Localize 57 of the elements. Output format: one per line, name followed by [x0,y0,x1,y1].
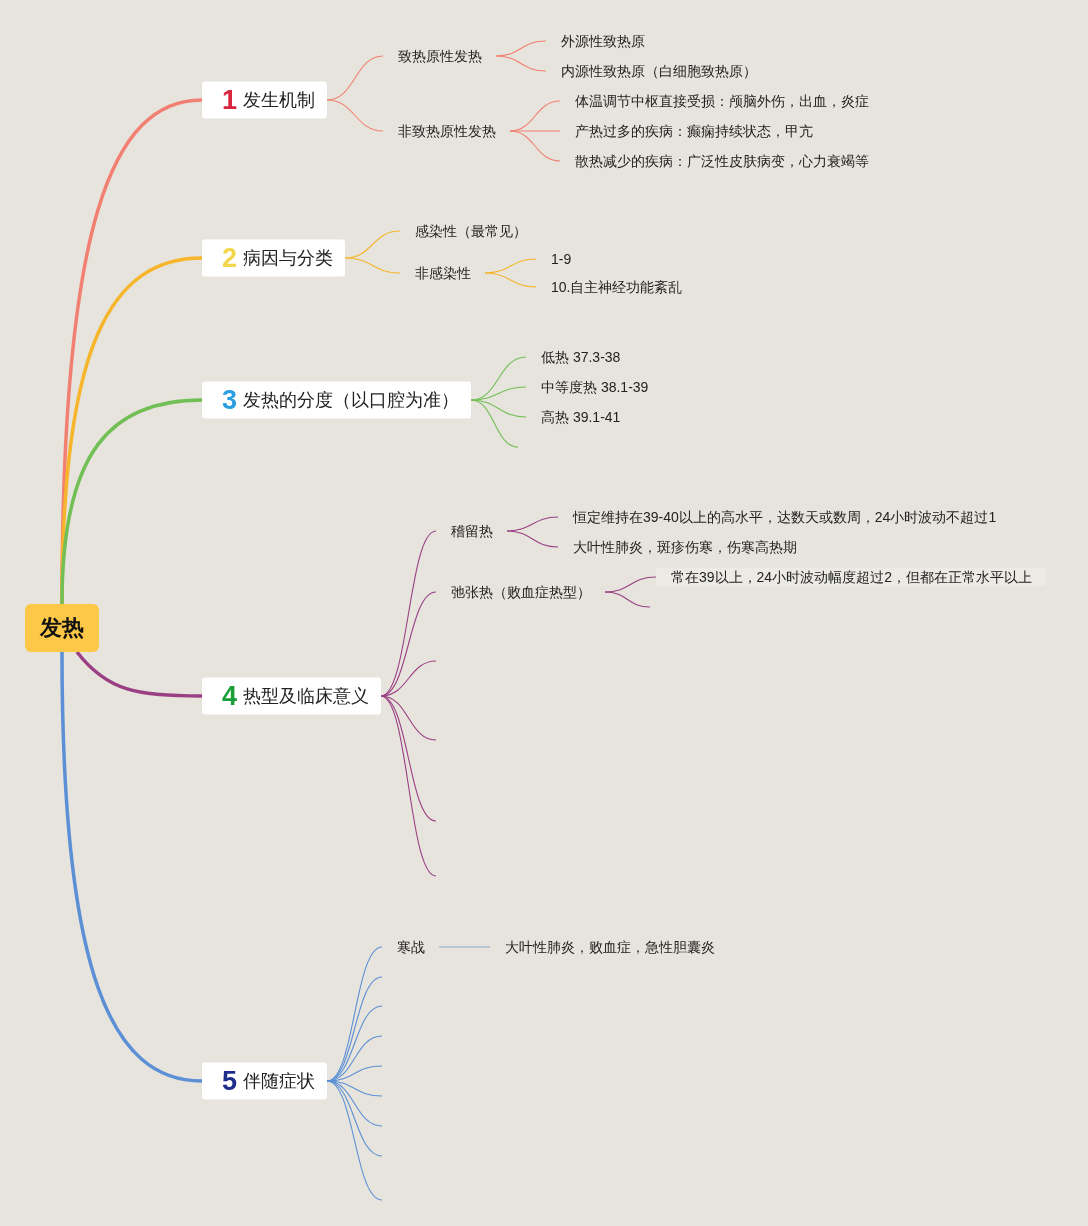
branch-text: 非致热原性发热 [383,122,510,140]
topic-label: 热型及临床意义 [243,685,370,706]
topic-box [202,81,328,119]
topic-box [202,381,472,419]
branch-text: 常在39以上，24小时波动幅度超过2，但都在正常水平以上 [656,568,1046,586]
branch-text: 大叶性肺炎，斑疹伤寒，伤寒高热期 [558,538,811,556]
branch-line [484,272,537,288]
branch-text: 内源性致热原（白细胞致热原） [546,62,771,80]
branch-text: 恒定维持在39-40以上的高水平，达数天或数周，24小时波动不超过1 [558,508,1011,526]
topic-label: 伴随症状 [243,1070,316,1091]
branch-line [344,257,401,274]
branch-line [326,55,384,101]
branch-line [470,399,527,418]
branch-line [495,40,547,57]
branch-text: 非感染性 [400,264,485,282]
branch-line [344,230,401,259]
topic-number: 4 [222,680,238,711]
branch-line [438,946,491,948]
branch-line [509,130,561,132]
empty-branch-line [470,399,519,448]
branch-text: 10.自主神经功能紊乱 [536,278,697,296]
topic-number: 1 [222,84,238,115]
branch-text: 感染性（最常见） [400,222,541,240]
branch-text: 稽留热 [436,522,507,540]
branch-text: 低热 37.3-38 [526,348,635,366]
topic-number: 3 [222,384,238,415]
branch-line [60,651,203,1083]
topic-box [202,239,346,277]
branch-line [326,99,384,132]
topic-label: 病因与分类 [243,247,334,268]
branch-text: 1-9 [536,250,586,268]
topic-number: 5 [222,1065,238,1096]
branch-line [495,55,547,72]
branch-text: 致热原性发热 [383,47,496,65]
branch-text: 大叶性肺炎，败血症，急性胆囊炎 [490,938,729,956]
branch-text: 散热减少的疾病：广泛性皮肤病变，心力衰竭等 [560,152,883,170]
branch-text: 外源性致热原 [546,32,659,50]
branch-text: 寒战 [382,938,439,956]
empty-branch-line [604,591,651,608]
branch-text: 产热过多的疾病：癫痫持续状态，甲亢 [560,122,827,140]
branch-text: 高热 39.1-41 [526,408,635,426]
branch-line [506,530,559,548]
topic-label: 发热的分度（以口腔为准） [243,389,460,410]
branch-line [75,650,202,698]
branch-line [509,130,561,162]
branch-line [604,576,657,593]
root-topic-box: 发热 [25,604,99,652]
topic-box [202,1062,328,1100]
branch-line [60,398,203,605]
branch-line [484,258,537,274]
branch-text: 弛张热（败血症热型） [436,583,605,601]
topic-label: 发生机制 [243,89,316,110]
topic-box [202,677,382,715]
branch-text: 中等度热 38.1-39 [526,378,663,396]
branch-text: 体温调节中枢直接受损：颅脑外伤，出血，炎症 [560,92,883,110]
topic-number: 2 [222,242,238,273]
empty-branch-line [380,695,437,877]
